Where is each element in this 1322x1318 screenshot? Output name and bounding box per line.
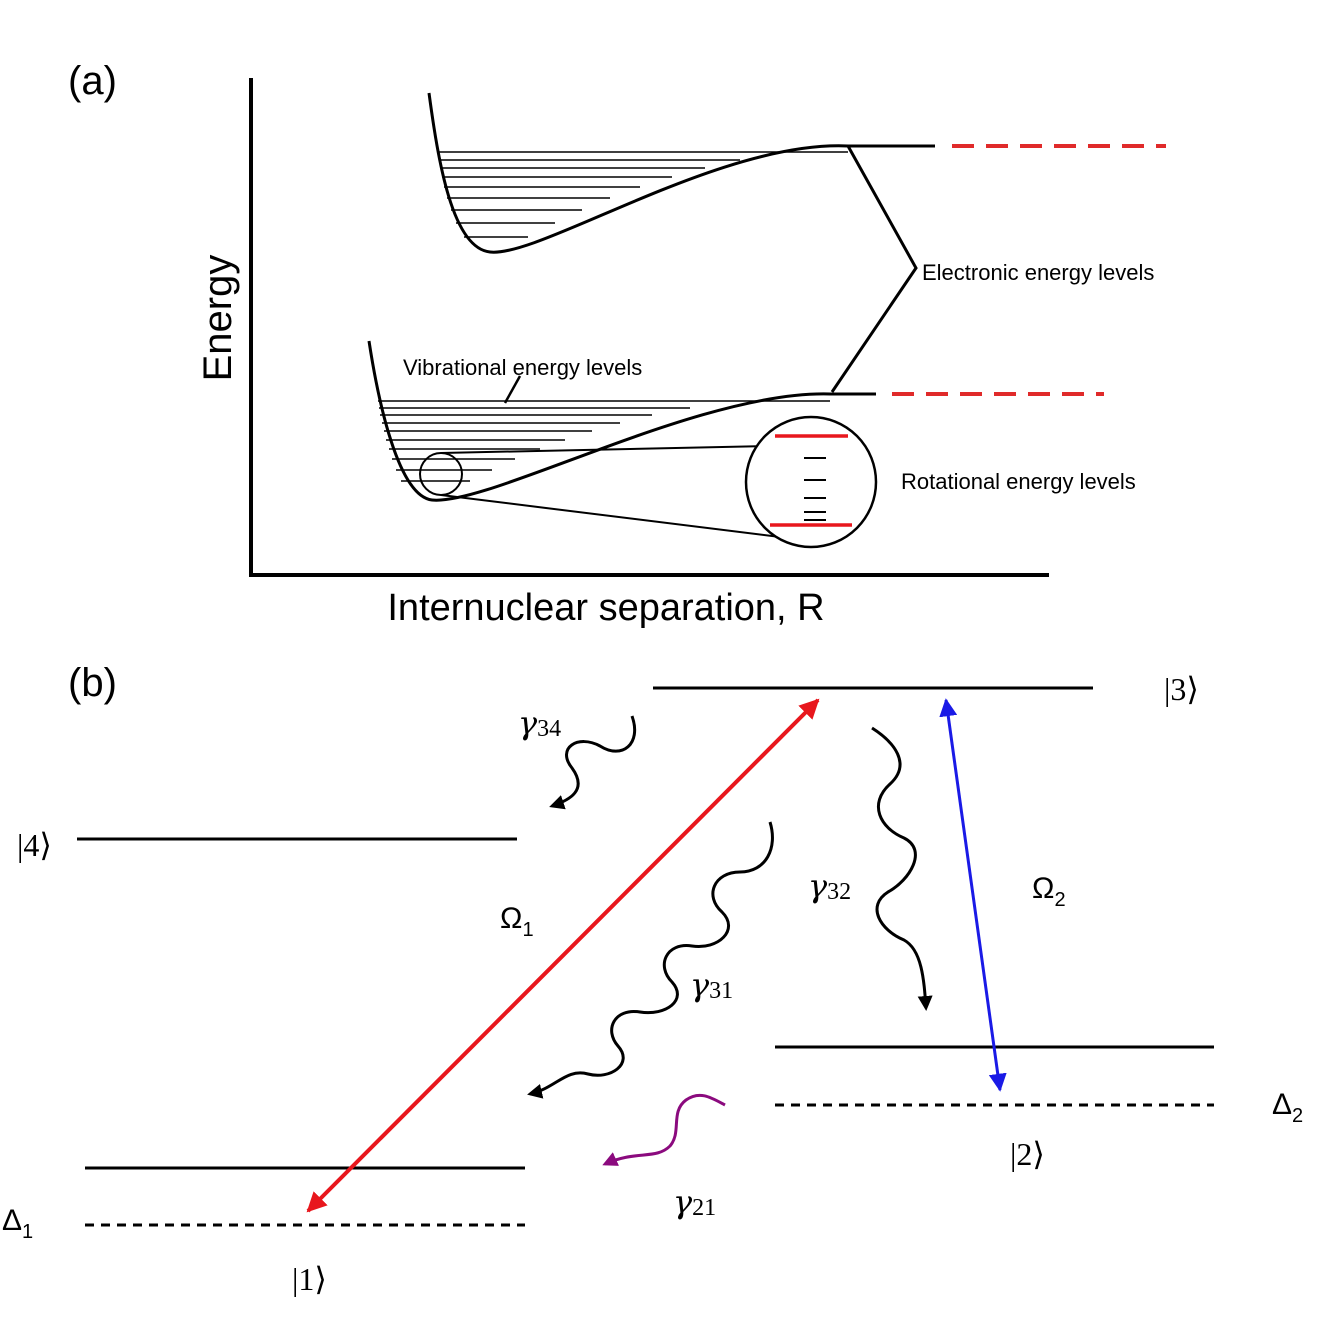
electronic-levels-label: Electronic energy levels xyxy=(922,260,1154,285)
gamma-34-label: γ34 xyxy=(518,704,561,742)
upper-potential-curve xyxy=(427,92,935,254)
ket-1: |1⟩ xyxy=(292,1261,327,1297)
gamma-31-label: γ31 xyxy=(690,966,733,1004)
panel-a-axes xyxy=(249,78,1049,577)
panel-b-label: (b) xyxy=(68,661,117,705)
rotational-levels-label: Rotational energy levels xyxy=(901,469,1136,494)
ket-3: |3⟩ xyxy=(1164,671,1199,707)
panel-b: (b) |3⟩ |4⟩ |2⟩ |1⟩ Δ1 Δ2 Ω1 Ω2 γ34 γ32 … xyxy=(2,661,1303,1297)
omega-2-arrow xyxy=(939,698,1007,1092)
ket-4: |4⟩ xyxy=(17,827,52,863)
panel-a-label: (a) xyxy=(68,59,117,103)
decay-32-arrow xyxy=(871,726,933,1011)
vibrational-levels-label: Vibrational energy levels xyxy=(403,355,642,380)
lower-potential-curve xyxy=(367,340,876,502)
x-axis-label: Internuclear separation, R xyxy=(387,587,824,629)
decay-31-arrow xyxy=(527,821,774,1099)
omega-2-label: Ω2 xyxy=(1032,872,1066,911)
upper-vibrational-levels xyxy=(438,151,848,238)
rotational-zoom xyxy=(419,415,878,549)
y-axis-label: Energy xyxy=(196,255,240,382)
omega-1-arrow xyxy=(306,698,820,1213)
vibrational-levels-pointer xyxy=(503,375,522,404)
decay-21-arrow xyxy=(602,1093,726,1166)
decay-34-arrow xyxy=(549,715,637,810)
detuning-1: Δ1 xyxy=(2,1204,33,1243)
gamma-32-label: γ32 xyxy=(808,867,851,905)
upper-potential-well xyxy=(427,92,1166,254)
ket-2: |2⟩ xyxy=(1010,1136,1045,1172)
gamma-21-label: γ21 xyxy=(673,1183,716,1221)
panel-a: (a) Energy Internuclear separation, R xyxy=(68,59,1166,629)
lower-vibrational-levels xyxy=(378,400,830,482)
lower-potential-well xyxy=(367,340,1104,502)
electronic-levels-bracket xyxy=(830,145,918,393)
omega-1-label: Ω1 xyxy=(500,902,534,941)
detuning-2: Δ2 xyxy=(1272,1088,1303,1127)
zoom-detail-circle xyxy=(744,415,878,549)
